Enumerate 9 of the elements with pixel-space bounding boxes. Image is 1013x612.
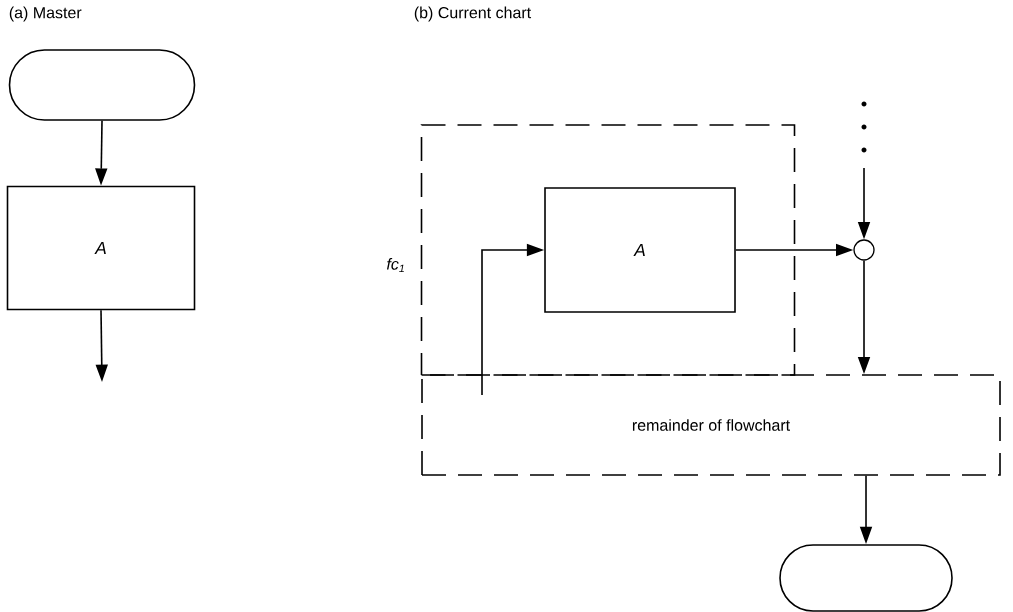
terminal-shape	[8, 49, 196, 121]
panel-label: (a) Master	[9, 6, 82, 22]
panel-label: (b) Current chart	[414, 6, 532, 22]
terminal-shape	[779, 544, 953, 612]
connector-circle	[853, 239, 875, 261]
frame-label: fc$_{1}$	[386, 258, 404, 272]
dashed-band: remainder of flowchart	[421, 374, 1001, 476]
process-box: A	[6, 185, 196, 311]
process-box: A	[544, 187, 736, 313]
